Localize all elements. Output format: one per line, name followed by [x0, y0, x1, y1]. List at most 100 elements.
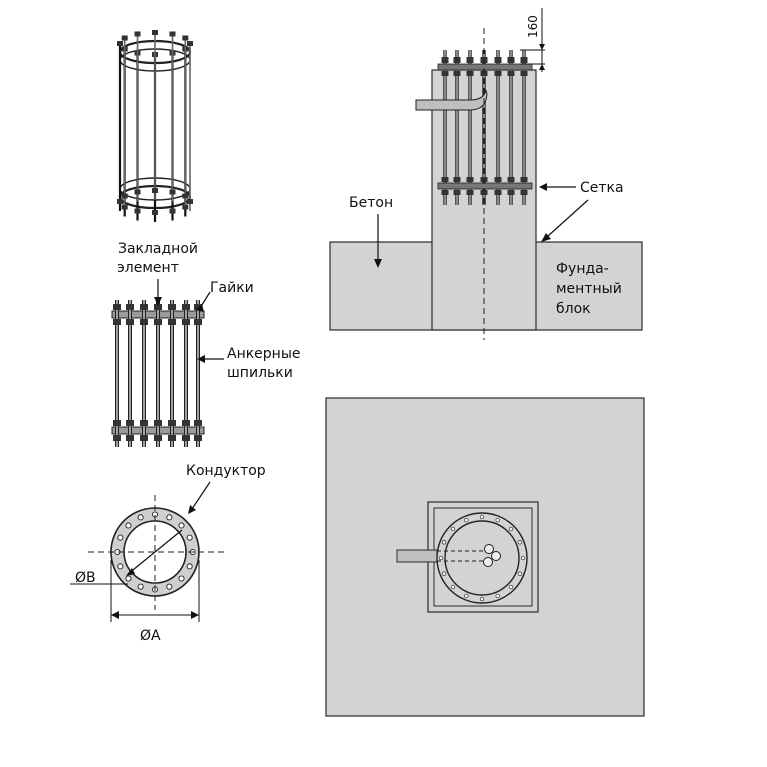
label-foundation-3: блок — [556, 301, 591, 317]
side-nut — [113, 304, 121, 310]
ring-hole — [137, 583, 144, 590]
side-nut — [194, 304, 202, 310]
label-embedded-element-1: Закладной — [118, 241, 198, 257]
section-upper-plate — [437, 63, 533, 71]
plan-ring-hole — [441, 540, 447, 545]
cage-nut — [169, 31, 176, 37]
side-nut — [126, 435, 134, 441]
side-nut — [126, 304, 134, 310]
side-nut — [140, 304, 148, 310]
ring-hole — [125, 522, 132, 529]
section-nut — [441, 177, 449, 182]
label-foundation-1: Фунда- — [556, 261, 609, 277]
side-nut — [168, 435, 176, 441]
label-conductor: Кондуктор — [186, 463, 266, 479]
plan-pipe-circle — [491, 551, 501, 561]
label-nuts: Гайки — [210, 280, 254, 296]
section-nut — [507, 177, 515, 182]
cage-nut — [182, 204, 189, 210]
cage-nut — [117, 41, 123, 46]
plan-ring-hole — [438, 555, 444, 561]
side-nut — [126, 420, 134, 426]
section-nut — [520, 190, 528, 195]
cage-nut — [121, 193, 128, 199]
side-nut — [154, 420, 162, 426]
ring-hole — [125, 575, 132, 582]
plan-pipe-circle — [484, 544, 494, 554]
arrow-mesh-1 — [539, 183, 576, 191]
cage-nut — [121, 204, 128, 210]
arrow-mesh-2 — [541, 199, 589, 242]
side-nut — [168, 420, 176, 426]
plan-ring-hole — [464, 593, 469, 599]
conductor-ring-plan — [70, 495, 225, 622]
side-nut — [168, 319, 176, 325]
side-nut — [182, 420, 190, 426]
side-nut — [140, 420, 148, 426]
plan-ring-hole — [450, 526, 456, 532]
label-anchor-studs-2: шпильки — [227, 365, 293, 381]
label-diameter-a: ØA — [140, 628, 161, 644]
side-nut — [140, 319, 148, 325]
ring-hole — [186, 534, 193, 541]
dimension-160: 160 — [520, 8, 545, 72]
cage-nut — [187, 41, 193, 46]
plan-anchor-ring — [436, 512, 528, 604]
anchor-cage-3d — [117, 30, 193, 222]
section-nut — [520, 177, 528, 182]
section-anchor-bolts — [441, 50, 528, 205]
section-nut — [441, 190, 449, 195]
plan-ring-hole — [450, 584, 456, 590]
plan-conduit — [396, 549, 438, 563]
cage-nut — [134, 189, 141, 195]
conduit-pipe — [415, 89, 488, 111]
side-nut — [194, 420, 202, 426]
label-diameter-b: ØB — [75, 570, 96, 586]
section-nut — [494, 190, 502, 195]
ring-hole — [178, 575, 185, 582]
section-nut — [453, 177, 461, 182]
plan-view — [325, 397, 645, 717]
arrow-concrete — [374, 214, 382, 268]
side-nut — [140, 435, 148, 441]
label-foundation-2: ментный — [556, 281, 622, 297]
ring-diameter-a-arrow-right — [191, 611, 199, 619]
plan-ring-hole — [495, 593, 500, 599]
side-nut — [154, 319, 162, 325]
cage-nut — [152, 210, 158, 215]
plan-ring-hole — [520, 555, 526, 561]
section-nut — [507, 57, 515, 63]
section-nut — [494, 57, 502, 63]
section-nut — [507, 71, 515, 76]
arrow-nuts — [195, 291, 211, 312]
cage-nut — [152, 30, 158, 35]
ring-hole — [178, 522, 185, 529]
plan-ring-inner — [444, 520, 520, 596]
section-nut — [520, 71, 528, 76]
plan-pipe-circle — [483, 557, 493, 567]
label-mesh: Сетка — [580, 180, 624, 196]
label-anchor-studs-1: Анкерные — [227, 346, 301, 362]
section-nut — [494, 177, 502, 182]
ring-hole — [166, 583, 173, 590]
section-nut — [441, 71, 449, 76]
plan-ring-hole — [441, 571, 447, 576]
ring-diameter-a-arrow-left — [111, 611, 119, 619]
ring-hole — [186, 563, 193, 570]
cage-nut — [134, 208, 141, 214]
ring-hole — [166, 514, 173, 521]
section-nut — [466, 57, 474, 63]
plan-ring-hole — [508, 526, 514, 532]
cage-nut — [182, 193, 189, 199]
dimension-160-text: 160 — [526, 15, 540, 38]
plan-ring-hole — [464, 517, 469, 523]
cage-nut — [169, 208, 176, 214]
section-nut — [466, 177, 474, 182]
side-nut — [113, 435, 121, 441]
side-nut — [182, 435, 190, 441]
side-nut — [168, 304, 176, 310]
cage-nut — [169, 189, 176, 195]
ring-diameter-b-line — [127, 529, 183, 575]
side-nut — [113, 319, 121, 325]
